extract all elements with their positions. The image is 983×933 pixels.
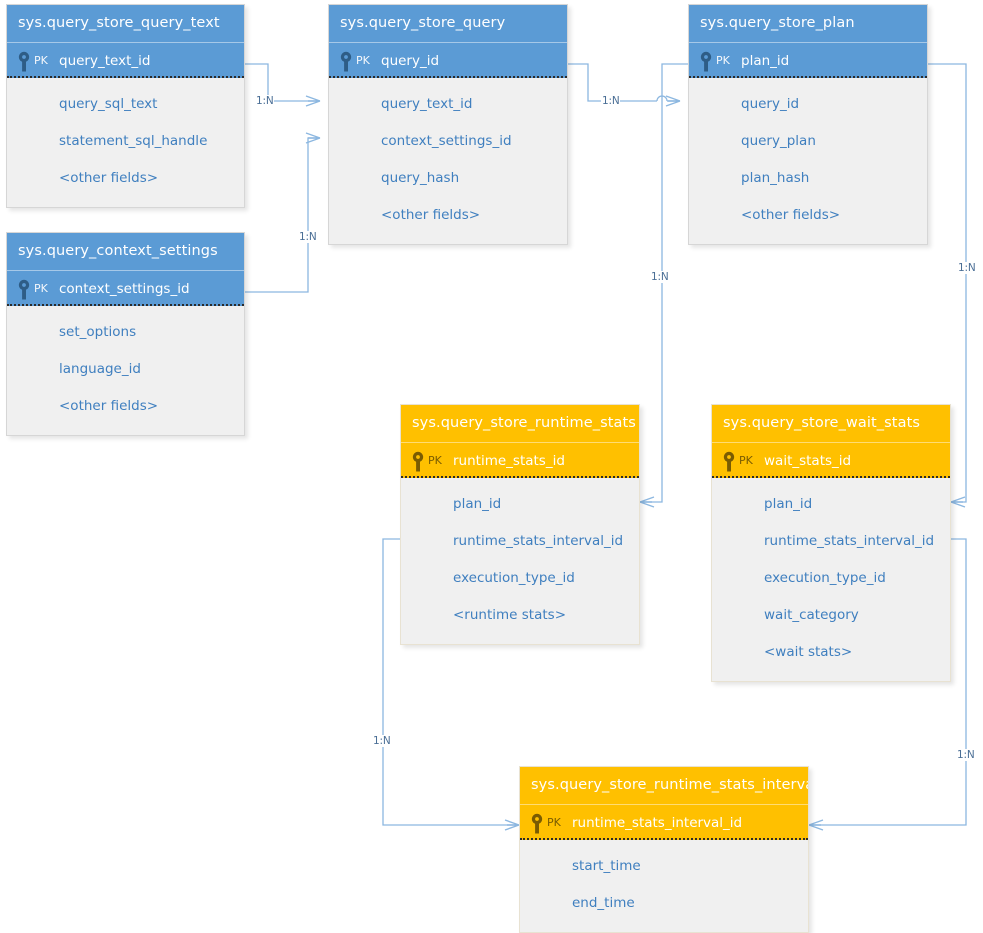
- entity-query_store_query_text[interactable]: sys.query_store_query_text PK query_text…: [6, 4, 245, 208]
- field-row: context_settings_id: [381, 133, 512, 149]
- pk-field-name: plan_id: [741, 53, 790, 69]
- crowsfoot-plan-query_id: [665, 95, 681, 107]
- entity-fields: set_options language_id <other fields>: [7, 306, 244, 435]
- pk-field-name: wait_stats_id: [764, 453, 852, 469]
- pk-field-name: query_id: [381, 53, 440, 69]
- field-row: <other fields>: [381, 207, 481, 223]
- pk-badge: PK: [339, 43, 370, 79]
- entity-fields: plan_id runtime_stats_interval_id execut…: [401, 478, 639, 644]
- key-icon: [18, 279, 30, 300]
- entity-query_store_runtime_stats_interval[interactable]: sys.query_store_runtime_stats_interval P…: [519, 766, 809, 933]
- field-row: execution_type_id: [453, 570, 575, 586]
- entity-title: sys.query_store_runtime_stats_interval: [520, 767, 808, 804]
- field-row: runtime_stats_interval_id: [764, 533, 935, 549]
- crowsfoot-wait_stats-plan_id: [950, 496, 966, 508]
- field-row: plan_id: [764, 496, 813, 512]
- pk-field-name: context_settings_id: [59, 281, 190, 297]
- crowsfoot-interval-left: [504, 819, 520, 831]
- field-row: execution_type_id: [764, 570, 886, 586]
- field-row: query_plan: [741, 133, 816, 149]
- connector-plan-to-runtime_stats: [640, 63, 688, 503]
- field-row: statement_sql_handle: [59, 133, 208, 149]
- key-icon: [340, 51, 352, 72]
- crowsfoot-runtime_stats-plan_id: [639, 496, 655, 508]
- pk-badge: PK: [530, 805, 561, 841]
- entity-query_store_query[interactable]: sys.query_store_query PK query_id query_…: [328, 4, 568, 245]
- field-row: set_options: [59, 324, 137, 340]
- field-row: plan_id: [453, 496, 502, 512]
- entity-title: sys.query_store_plan: [689, 5, 927, 42]
- pk-field-name: runtime_stats_id: [453, 453, 565, 469]
- crowsfoot-query-query_text_id: [305, 95, 321, 107]
- key-icon: [412, 451, 424, 472]
- field-row: query_id: [741, 96, 800, 112]
- field-row: query_hash: [381, 170, 460, 186]
- entity-pk-row: PK context_settings_id: [7, 270, 244, 306]
- field-row: plan_hash: [741, 170, 810, 186]
- connector-context_settings-to-query: [245, 137, 320, 293]
- cardinality-label-r1: 1:N: [255, 95, 275, 107]
- cardinality-label-r3: 1:N: [601, 95, 621, 107]
- entity-title: sys.query_store_wait_stats: [712, 405, 950, 442]
- field-row: wait_category: [764, 607, 859, 623]
- entity-pk-row: PK query_id: [329, 42, 567, 78]
- field-row: start_time: [572, 858, 641, 874]
- entity-title: sys.query_context_settings: [7, 233, 244, 270]
- key-icon: [18, 51, 30, 72]
- entity-fields: start_time end_time: [520, 840, 808, 932]
- crowsfoot-query-context_settings_id: [305, 132, 321, 144]
- connector-line-hop: [656, 95, 668, 102]
- entity-title: sys.query_store_runtime_stats: [401, 405, 639, 442]
- entity-title: sys.query_store_query: [329, 5, 567, 42]
- entity-query_store_plan[interactable]: sys.query_store_plan PK plan_id query_id…: [688, 4, 928, 245]
- pk-badge: PK: [722, 443, 753, 479]
- cardinality-label-r4: 1:N: [650, 271, 670, 283]
- entity-fields: query_text_id context_settings_id query_…: [329, 78, 567, 244]
- entity-fields: query_sql_text statement_sql_handle <oth…: [7, 78, 244, 207]
- field-row: <other fields>: [741, 207, 841, 223]
- pk-field-name: query_text_id: [59, 53, 151, 69]
- key-icon: [531, 813, 543, 834]
- entity-pk-row: PK query_text_id: [7, 42, 244, 78]
- entity-query_context_settings[interactable]: sys.query_context_settings PK context_se…: [6, 232, 245, 436]
- entity-fields: query_id query_plan plan_hash <other fie…: [689, 78, 927, 244]
- cardinality-label-r6: 1:N: [372, 735, 392, 747]
- field-row: <other fields>: [59, 170, 159, 186]
- crowsfoot-interval-right: [808, 819, 824, 831]
- field-row: <other fields>: [59, 398, 159, 414]
- pk-badge: PK: [17, 43, 48, 79]
- cardinality-label-r7: 1:N: [956, 749, 976, 761]
- field-row: end_time: [572, 895, 635, 911]
- entity-pk-row: PK runtime_stats_interval_id: [520, 804, 808, 840]
- pk-badge: PK: [17, 271, 48, 307]
- pk-field-name: runtime_stats_interval_id: [572, 815, 743, 831]
- field-row: language_id: [59, 361, 141, 377]
- cardinality-label-r2: 1:N: [298, 231, 318, 243]
- field-row: runtime_stats_interval_id: [453, 533, 624, 549]
- field-row: <runtime stats>: [453, 607, 567, 623]
- cardinality-label-r5: 1:N: [957, 262, 977, 274]
- entity-query_store_wait_stats[interactable]: sys.query_store_wait_stats PK wait_stats…: [711, 404, 951, 682]
- entity-fields: plan_id runtime_stats_interval_id execut…: [712, 478, 950, 681]
- entity-pk-row: PK wait_stats_id: [712, 442, 950, 478]
- pk-badge: PK: [411, 443, 442, 479]
- entity-pk-row: PK runtime_stats_id: [401, 442, 639, 478]
- key-icon: [700, 51, 712, 72]
- pk-badge: PK: [699, 43, 730, 79]
- key-icon: [723, 451, 735, 472]
- field-row: query_text_id: [381, 96, 473, 112]
- field-row: query_sql_text: [59, 96, 158, 112]
- entity-pk-row: PK plan_id: [689, 42, 927, 78]
- entity-query_store_runtime_stats[interactable]: sys.query_store_runtime_stats PK runtime…: [400, 404, 640, 645]
- field-row: <wait stats>: [764, 644, 853, 660]
- entity-title: sys.query_store_query_text: [7, 5, 244, 42]
